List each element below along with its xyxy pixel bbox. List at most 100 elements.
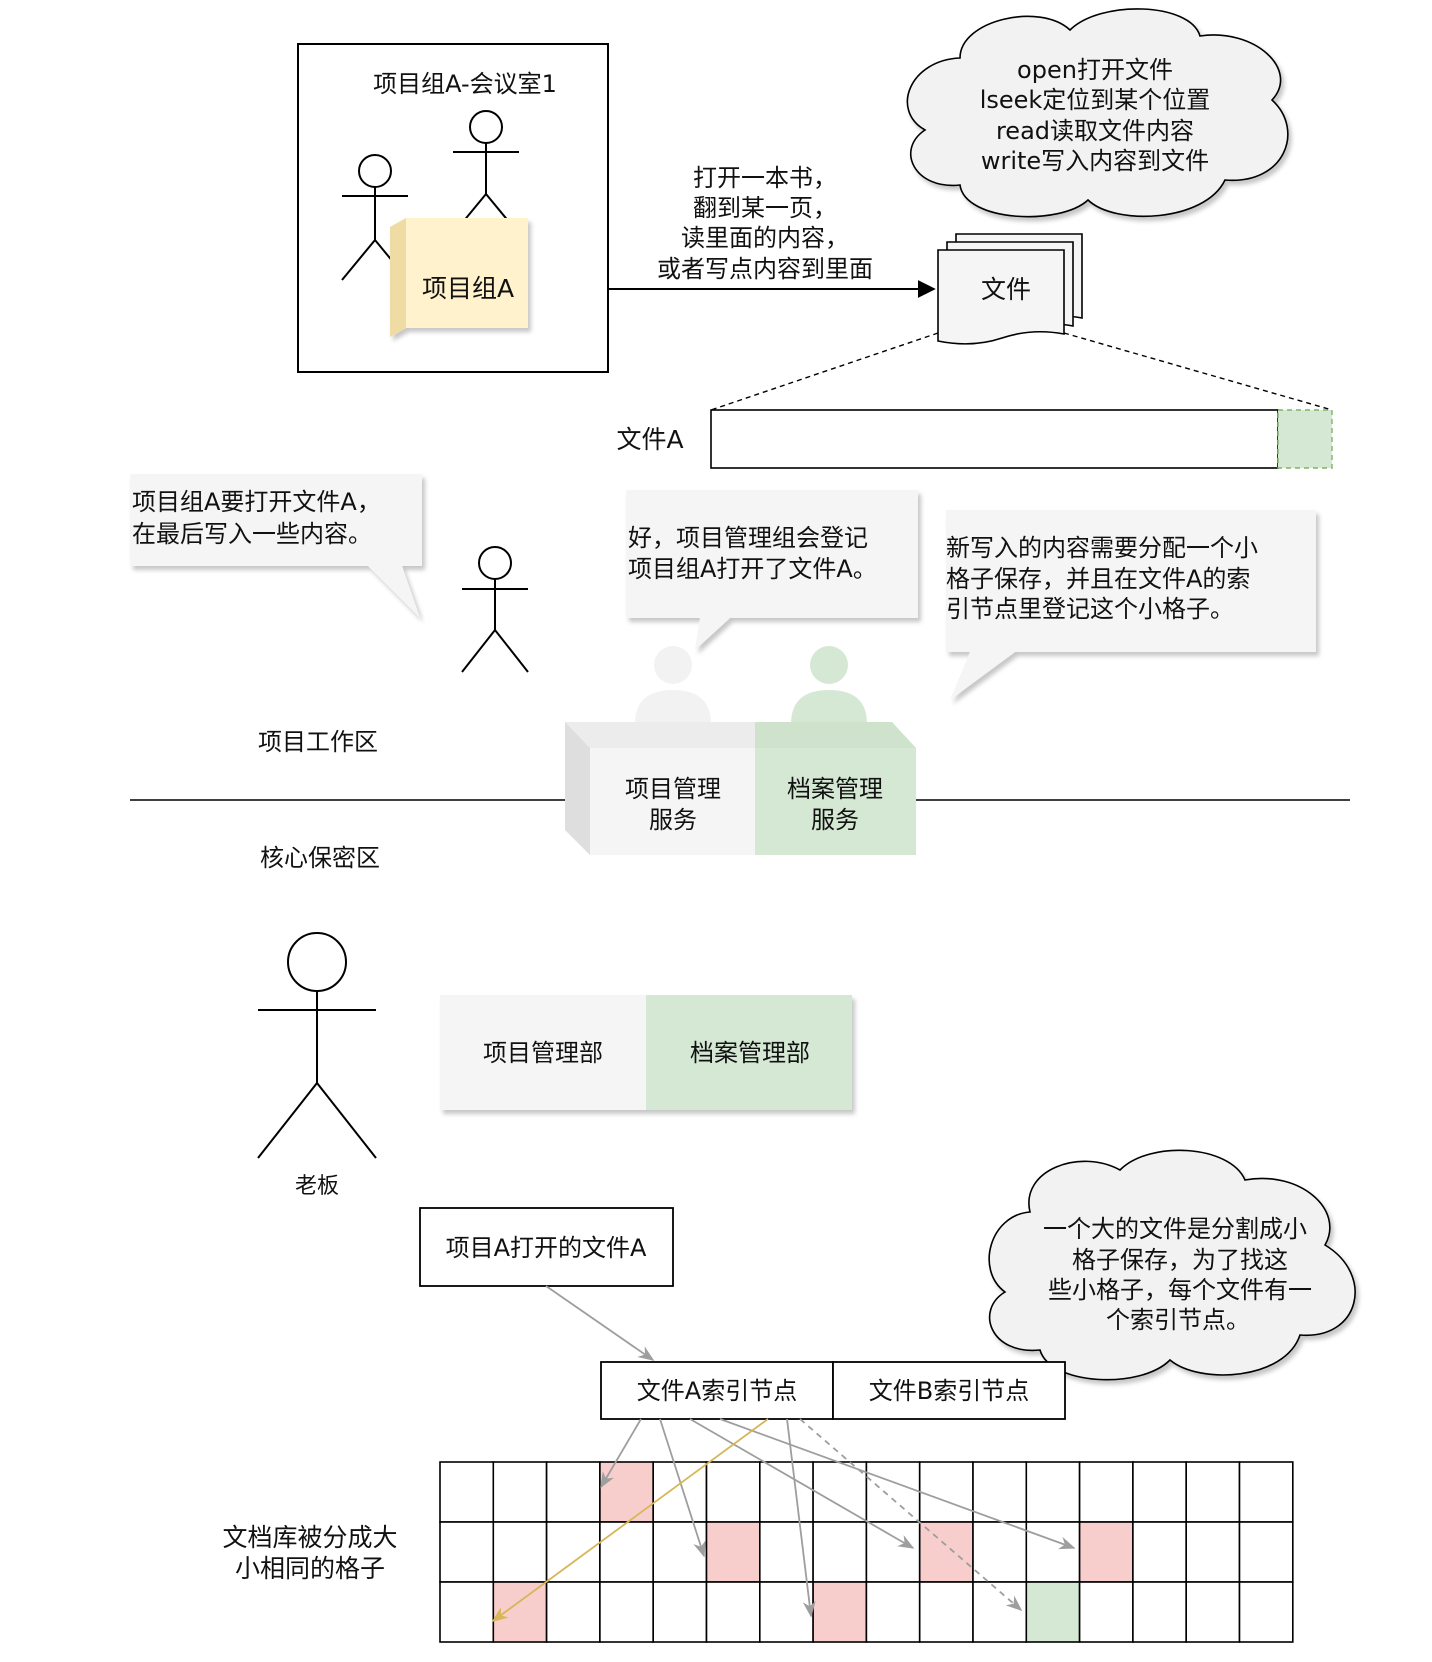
- project-group-a-box: [390, 218, 528, 337]
- storage-label-line2: 小相同的格子: [235, 1554, 385, 1583]
- storage-block: [492, 1461, 548, 1523]
- desk-archive-label-line2: 服务: [811, 806, 859, 834]
- inode-a-box: [600, 1361, 834, 1420]
- storage-block: [545, 1461, 601, 1523]
- svg-text:新写入的内容需要分配一个小: 新写入的内容需要分配一个小: [946, 534, 1258, 562]
- storage-block: [812, 1461, 868, 1523]
- storage-block: [1185, 1461, 1241, 1523]
- meeting-room-title: 项目组A-会议室1: [373, 70, 557, 98]
- storage-block: [758, 1461, 814, 1523]
- arrow-inode-to-block-4: [689, 1418, 915, 1549]
- file-document-stack: [937, 233, 1083, 345]
- storage-block: [599, 1581, 655, 1643]
- svg-text:好，项目管理组会登记: 好，项目管理组会登记: [628, 524, 868, 552]
- storage-block: [652, 1521, 708, 1583]
- storage-block: [1025, 1521, 1081, 1583]
- zone-work-label: 项目工作区: [258, 728, 378, 756]
- storage-block: [1238, 1461, 1294, 1523]
- storage-block: [1078, 1461, 1134, 1523]
- open-file-box-label: 项目A打开的文件A: [446, 1234, 647, 1262]
- zoom-line-right: [1063, 332, 1333, 411]
- storage-block: [1185, 1521, 1241, 1583]
- desk-archive-front: [755, 748, 916, 855]
- action-label: 打开一本书， 翻到某一页， 读里面的内容， 或者写点内容到里面: [657, 164, 873, 283]
- storage-block-used: [812, 1581, 868, 1643]
- storage-block: [1132, 1461, 1188, 1523]
- storage-block: [652, 1461, 708, 1523]
- storage-block: [758, 1521, 814, 1583]
- dept-project-box: [440, 995, 646, 1110]
- file-a-new-block: [1277, 409, 1333, 469]
- svg-text:个索引节点。: 个索引节点。: [1106, 1306, 1250, 1334]
- desk-project-label-line2: 服务: [649, 806, 697, 834]
- storage-block: [439, 1581, 495, 1643]
- svg-text:在最后写入一些内容。: 在最后写入一些内容。: [132, 520, 372, 548]
- desk-archive-label-line1: 档案管理: [787, 775, 883, 803]
- person-silhouette-gray-icon: [635, 646, 711, 724]
- svg-text:引节点里登记这个小格子。: 引节点里登记这个小格子。: [946, 595, 1234, 623]
- stick-figure-project-member: [461, 546, 529, 673]
- storage-block: [1238, 1581, 1294, 1643]
- storage-block: [865, 1461, 921, 1523]
- storage-block: [492, 1521, 548, 1583]
- storage-block-used: [599, 1461, 655, 1523]
- project-group-a-label: 项目组A: [422, 274, 514, 303]
- bubble-archive-management: 新写入的内容需要分配一个小 格子保存，并且在文件A的索 引节点里登记这个小格子。: [946, 510, 1316, 700]
- storage-block: [812, 1521, 868, 1583]
- storage-block: [1238, 1521, 1294, 1583]
- svg-text:或者写点内容到里面: 或者写点内容到里面: [657, 255, 873, 283]
- storage-block-used: [1078, 1521, 1134, 1583]
- file-document-label: 文件: [981, 275, 1031, 304]
- storage-block: [652, 1581, 708, 1643]
- inode-b-box: [832, 1361, 1066, 1420]
- arrow-inode-to-block-3: [786, 1418, 816, 1618]
- arrow-inode-to-block-1: [600, 1418, 642, 1489]
- svg-text:项目组A要打开文件A，: 项目组A要打开文件A，: [132, 488, 381, 516]
- svg-text:翻到某一页，: 翻到某一页，: [693, 194, 837, 222]
- boss-label: 老板: [295, 1174, 339, 1199]
- service-desks: 项目管理 服务 档案管理 服务: [565, 646, 916, 855]
- stick-figure-boss: [257, 932, 377, 1159]
- svg-text:read读取文件内容: read读取文件内容: [996, 117, 1194, 145]
- meeting-room: 项目组A-会议室1 项目组A: [297, 43, 609, 373]
- cloud-syscalls: open打开文件 lseek定位到某个位置 read读取文件内容 write写入…: [906, 8, 1289, 218]
- storage-block: [439, 1461, 495, 1523]
- storage-block: [918, 1581, 974, 1643]
- storage-block: [439, 1521, 495, 1583]
- svg-text:open打开文件: open打开文件: [1017, 56, 1173, 84]
- storage-block: [865, 1581, 921, 1643]
- svg-text:项目组A打开了文件A。: 项目组A打开了文件A。: [628, 555, 877, 583]
- svg-text:打开一本书，: 打开一本书，: [693, 164, 837, 192]
- storage-block: [1025, 1461, 1081, 1523]
- svg-text:lseek定位到某个位置: lseek定位到某个位置: [980, 86, 1211, 114]
- inode-pointer-arrows: [491, 1285, 1076, 1622]
- storage-block: [758, 1581, 814, 1643]
- storage-block-used: [918, 1521, 974, 1583]
- dept-archive-box: [646, 995, 852, 1110]
- svg-text:write写入内容到文件: write写入内容到文件: [981, 147, 1209, 175]
- bubble-project-group: 项目组A要打开文件A， 在最后写入一些内容。: [130, 474, 422, 618]
- svg-text:格子保存，并且在文件A的索: 格子保存，并且在文件A的索: [946, 565, 1250, 593]
- svg-text:些小格子，每个文件有一: 些小格子，每个文件有一: [1048, 1276, 1312, 1304]
- bubble-project-management: 好，项目管理组会登记 项目组A打开了文件A。: [626, 490, 918, 650]
- storage-block: [918, 1461, 974, 1523]
- storage-block-used: [1025, 1581, 1081, 1643]
- arrow-inode-to-block-5: [719, 1418, 1076, 1550]
- arrow-inode-to-block-gold: [491, 1418, 769, 1622]
- arrow-inode-to-block-2: [659, 1418, 706, 1558]
- file-a-bar: [710, 409, 1279, 469]
- dept-project-label: 项目管理部: [483, 1039, 603, 1067]
- departments: [440, 995, 852, 1110]
- storage-block-used: [492, 1581, 548, 1643]
- inode-b-label: 文件B索引节点: [869, 1377, 1029, 1405]
- storage-label-line1: 文档库被分成大: [222, 1523, 397, 1552]
- storage-block: [705, 1581, 761, 1643]
- storage-block: [1132, 1581, 1188, 1643]
- svg-text:读里面的内容，: 读里面的内容，: [681, 224, 849, 252]
- storage-grid: [439, 1461, 1294, 1643]
- desk-project-front: [590, 748, 755, 855]
- person-silhouette-green-icon: [791, 646, 867, 724]
- storage-block: [545, 1521, 601, 1583]
- svg-text:格子保存，为了找这: 格子保存，为了找这: [1072, 1246, 1288, 1274]
